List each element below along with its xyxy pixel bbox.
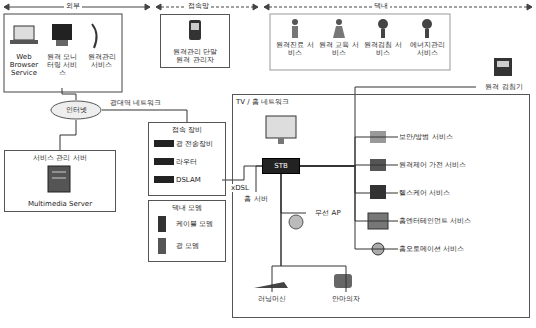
node-title: Web Browser Service xyxy=(7,53,41,77)
node-title: 케이블 모뎀 xyxy=(176,220,213,228)
device-label: 홈 서버 xyxy=(236,192,276,206)
service-item: 원격 모니터링 서비스 xyxy=(43,52,81,88)
node-title: 홈엔터테인먼트 서비스 xyxy=(399,217,471,225)
group-box: TV / 홈 네트워크 STB 홈 서버무선 AP 보안/방범 서비스원격제어 가전 … xyxy=(232,94,530,318)
equipment-item: 라우터 xyxy=(152,154,222,170)
region-label: 댁내 xyxy=(372,2,390,10)
node-title: 원격제어 가전 서비스 xyxy=(399,161,466,169)
panel xyxy=(270,14,450,70)
node-title: 원격검침 서비스 xyxy=(363,41,403,57)
device-box: STB xyxy=(262,158,300,174)
group-box: 접속 장비광 전송장비라우터 DSLAM xyxy=(148,122,226,196)
node-title: 안마의자 xyxy=(332,295,360,303)
node-title: 무선 AP xyxy=(315,209,340,217)
device-label: 홈엔터테인먼트 서비스 xyxy=(398,214,526,228)
node-title: DSLAM xyxy=(176,176,201,184)
connector xyxy=(281,174,346,292)
node-title: 서비스 관리 서버 xyxy=(33,154,86,162)
node-title: 홈 서버 xyxy=(244,195,267,203)
network-cloud: 인터넷 xyxy=(50,100,102,120)
connector xyxy=(102,110,187,122)
equipment-item: 광 전송장비 xyxy=(152,136,222,152)
service-item: Web Browser Service xyxy=(6,52,42,88)
connector xyxy=(62,88,76,100)
device-label: 원격제어 가전 서비스 xyxy=(398,158,526,172)
connector xyxy=(281,174,306,213)
node-title: 광 전송장비 xyxy=(176,140,213,148)
device-label: 안마의자 xyxy=(318,292,374,306)
group-box: 원격관리 단말원격 관리자 xyxy=(160,14,230,68)
node-title: 댁내 모뎀 xyxy=(172,204,202,212)
device-label: 원격 검침기 xyxy=(476,80,532,94)
region-label: 외부 xyxy=(64,2,82,10)
service-item: 원격 교육 서비스 xyxy=(318,40,360,68)
connector xyxy=(300,166,398,249)
node-title: STB xyxy=(274,162,288,170)
equipment-item: 광 모뎀 xyxy=(152,236,222,256)
node-title: 원격관리 단말 xyxy=(173,48,217,56)
region-label: 접속망 xyxy=(186,2,211,10)
node-text: Multimedia Server xyxy=(28,200,92,208)
node-title: 러닝머신 xyxy=(258,295,286,303)
equipment-item: 케이블 모뎀 xyxy=(152,214,222,234)
group-box: 서비스 관리 서버 Multimedia Server xyxy=(4,150,116,212)
node-title: TV / 홈 네트워크 xyxy=(236,98,289,106)
node-title: 원격진료 서비스 xyxy=(275,41,315,57)
node-title: 라우터 xyxy=(176,158,197,166)
device-label: 홈오토메이션 서비스 xyxy=(398,242,526,256)
device-label: 러닝머신 xyxy=(246,292,298,306)
edge-label: xDSL xyxy=(229,184,251,192)
node-title: 인터넷 xyxy=(66,106,87,114)
node-title: 원격 검침기 xyxy=(485,83,522,91)
connector xyxy=(300,166,398,193)
service-item: 에너지관리 서비스 xyxy=(406,40,448,68)
node-title: 보안/방범 서비스 xyxy=(399,133,453,141)
node-title: 원격관리 서비스 xyxy=(84,53,119,69)
group-box: 댁내 모뎀케이블 모뎀광 모뎀 xyxy=(148,200,226,262)
service-item: 원격관리 서비스 xyxy=(83,52,120,88)
connector xyxy=(300,87,476,166)
device-label: 보안/방범 서비스 xyxy=(398,130,526,144)
panel xyxy=(4,14,122,92)
node-title: 원격 교육 서비스 xyxy=(319,41,359,57)
node-title: 헬스케어 서비스 xyxy=(399,189,450,197)
home-icons xyxy=(254,58,512,288)
device-label: 헬스케어 서비스 xyxy=(398,186,526,200)
edge-label: 광대역 네트워크 xyxy=(108,99,163,107)
service-item: 원격검침 서비스 xyxy=(362,40,404,68)
equipment-item: DSLAM xyxy=(152,172,222,188)
device-label: 무선 AP xyxy=(306,206,350,220)
node-text: 원격 관리자 xyxy=(176,56,213,64)
node-title: 원격 모니터링 서비스 xyxy=(44,53,80,77)
connector xyxy=(272,174,281,292)
node-title: 에너지관리 서비스 xyxy=(407,41,447,57)
node-title: 홈오토메이션 서비스 xyxy=(399,245,464,253)
node-title: 광 모뎀 xyxy=(176,242,199,250)
service-item: 원격진료 서비스 xyxy=(274,40,316,68)
connector xyxy=(300,166,398,221)
connector xyxy=(60,120,76,150)
connector xyxy=(300,137,398,166)
node-title: 접속 장비 xyxy=(172,126,202,134)
